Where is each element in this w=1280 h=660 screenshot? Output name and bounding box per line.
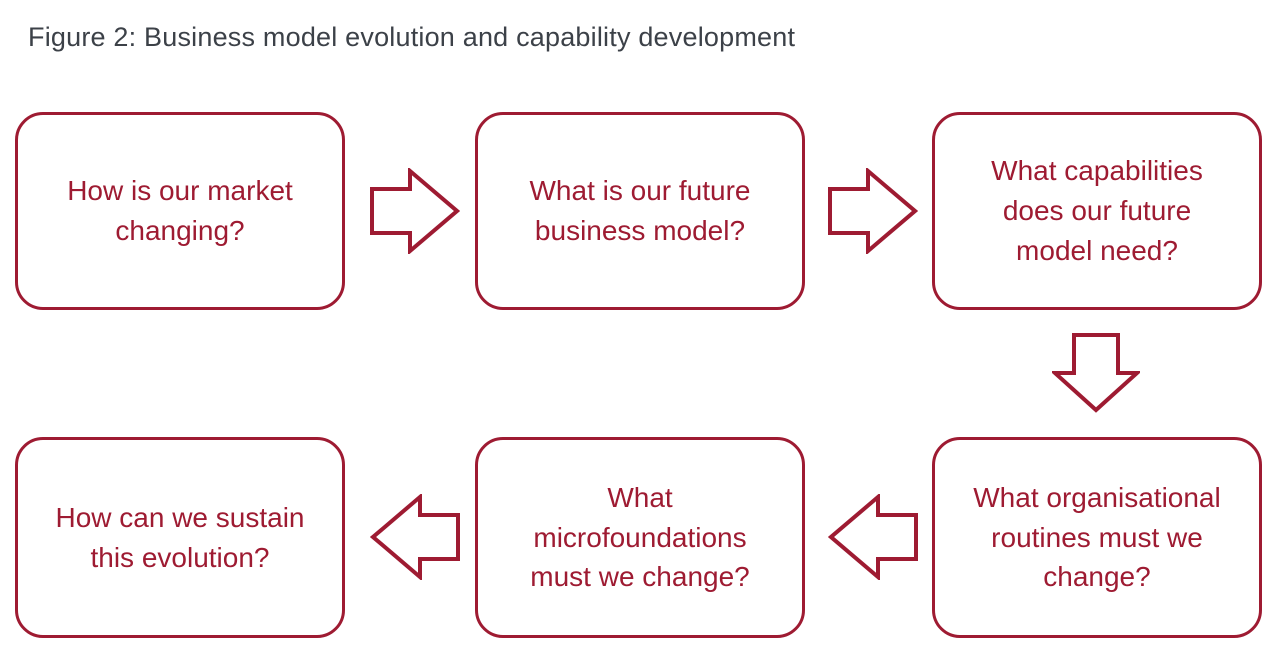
arrow-left-icon: [370, 494, 460, 580]
flow-box-capabilities-needed: What capabilities does our future model …: [932, 112, 1262, 310]
arrow-right-icon: [370, 168, 460, 254]
flow-box-organisational-routines: What organisational routines must we cha…: [932, 437, 1262, 638]
flow-box-microfoundations: What microfoundations must we change?: [475, 437, 805, 638]
arrow-left-icon: [828, 494, 918, 580]
arrow-right-icon: [828, 168, 918, 254]
arrow-down-icon: [1052, 333, 1140, 413]
flow-box-future-business-model: What is our future business model?: [475, 112, 805, 310]
figure-title: Figure 2: Business model evolution and c…: [28, 22, 796, 52]
flow-box-sustain-evolution: How can we sustain this evolution?: [15, 437, 345, 638]
flow-box-market-changing: How is our market changing?: [15, 112, 345, 310]
